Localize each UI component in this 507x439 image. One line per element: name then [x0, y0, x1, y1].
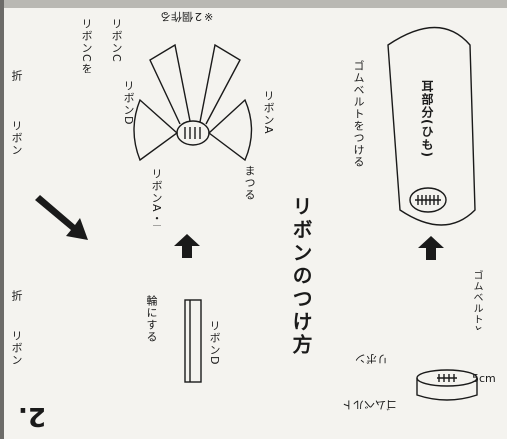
ear-piece-outline — [387, 26, 476, 226]
label-cut-diagonally: リボンCを斜めにカットする — [80, 18, 93, 73]
ear-piece-elastic — [409, 187, 447, 213]
label-ear-part: 耳部分(ひも) — [420, 80, 434, 158]
label-width: 5cm — [472, 372, 496, 385]
label-elastic: ゴムベルト — [342, 398, 397, 411]
bow-knot — [176, 120, 210, 146]
page-heading: リボンのつけ方 — [289, 196, 313, 357]
arrow-diagonal — [35, 195, 88, 240]
label-ribbon-d: リボンD — [122, 80, 135, 126]
section-number: 2. — [18, 401, 46, 431]
label-sew-to-base: ゴムベルトをつける — [352, 60, 365, 168]
edge-ribbon-1: リボン — [10, 120, 23, 156]
label-ribbon-a: リボンA — [262, 90, 275, 135]
edge-ribbon-2: リボン — [10, 330, 23, 366]
edge-fold-1: 折 — [10, 70, 23, 82]
label-stack-note: リボンA・B・Cを重ねてリボンDをまく — [150, 168, 163, 226]
scan-top-edge — [0, 0, 507, 8]
edge-fold-2: 折 — [10, 290, 23, 302]
label-ribbon-c: リボンC — [110, 18, 123, 63]
scan-left-edge — [0, 0, 4, 439]
arrow-down-1 — [418, 236, 444, 260]
label-sew-between: ゴムベルトとリボンの間を縫いとめる — [470, 270, 483, 330]
label-make-ring: 輪にする — [145, 295, 158, 343]
label-knot: まつる — [243, 165, 256, 201]
label-ribbon: リボン — [355, 352, 388, 365]
ring-tube — [184, 299, 202, 383]
label-make-two: ※２個作る — [160, 10, 214, 23]
arrow-down-2 — [174, 234, 200, 258]
label-ribbon-d-ring: リボンD — [208, 320, 221, 366]
